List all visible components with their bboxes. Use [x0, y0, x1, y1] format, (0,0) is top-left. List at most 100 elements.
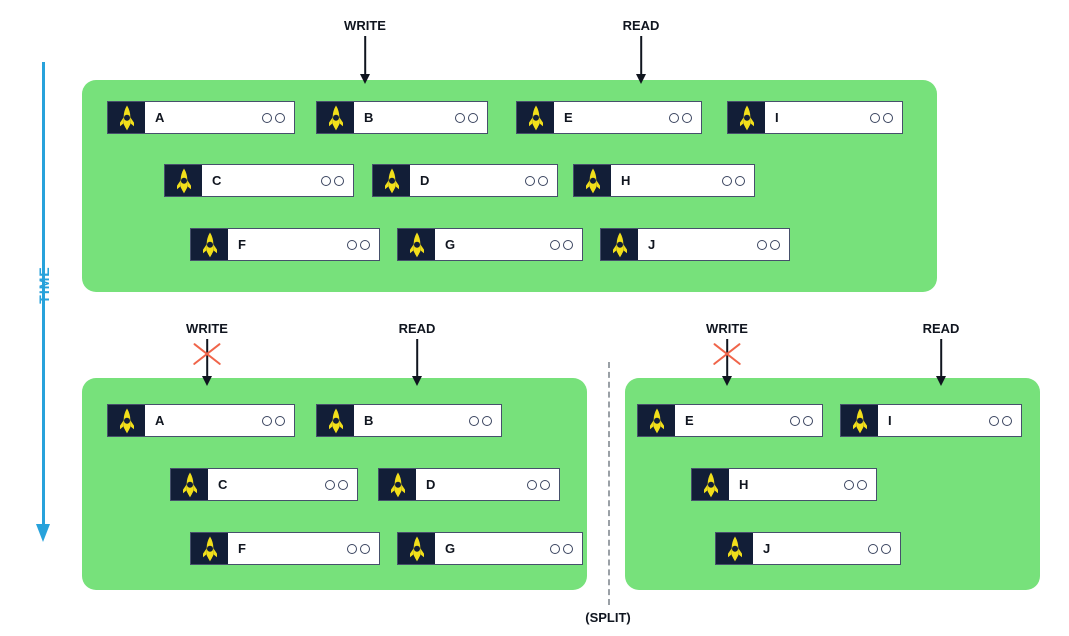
node-card[interactable]: F [190, 228, 380, 261]
node-card-label: D [420, 173, 430, 188]
write-operation-label: WRITE [186, 321, 228, 336]
node-card[interactable]: G [397, 228, 583, 261]
write-operation-label: WRITE [706, 321, 748, 336]
time-axis: TIME [32, 62, 64, 552]
node-card-body: A [145, 102, 294, 133]
split-label: (SPLIT) [585, 610, 631, 625]
rocket-icon-glyph [852, 408, 867, 433]
status-dot [682, 112, 692, 123]
rocket-icon [108, 405, 145, 436]
node-card-body: H [611, 165, 754, 196]
read-operation-label: READ [922, 321, 960, 336]
rocket-icon [398, 533, 435, 564]
status-dots [669, 112, 692, 123]
status-dot [881, 543, 891, 554]
split-divider [608, 362, 610, 605]
status-dots [469, 415, 492, 426]
node-card[interactable]: A [107, 404, 295, 437]
status-dot [563, 239, 573, 250]
node-card[interactable]: I [840, 404, 1022, 437]
status-dot [468, 112, 478, 123]
node-card[interactable]: J [600, 228, 790, 261]
node-card-body: D [410, 165, 557, 196]
node-card-label: J [648, 237, 656, 252]
node-card-body: B [354, 102, 487, 133]
node-card[interactable]: J [715, 532, 901, 565]
node-card[interactable]: B [316, 101, 488, 134]
status-dot [790, 415, 800, 426]
node-card[interactable]: C [164, 164, 354, 197]
node-card[interactable]: H [573, 164, 755, 197]
node-card[interactable]: A [107, 101, 295, 134]
node-card[interactable]: G [397, 532, 583, 565]
node-card-label: B [364, 413, 374, 428]
node-card[interactable]: H [691, 468, 877, 501]
node-card-label: I [775, 110, 779, 125]
operation-arrow-line [416, 339, 418, 378]
rocket-icon [574, 165, 611, 196]
status-dots [525, 175, 548, 186]
status-dots [550, 239, 573, 250]
time-axis-line [42, 62, 45, 532]
node-card[interactable]: D [378, 468, 560, 501]
rocket-icon-glyph [585, 168, 600, 193]
node-card-body: B [354, 405, 501, 436]
node-card-label: A [155, 413, 165, 428]
status-dots [868, 543, 891, 554]
status-dot [262, 112, 272, 123]
status-dot [347, 239, 357, 250]
node-card-label: G [445, 541, 456, 556]
node-card-body: C [202, 165, 353, 196]
node-card[interactable]: F [190, 532, 380, 565]
status-dot [455, 112, 465, 123]
status-dot [321, 175, 331, 186]
operation-arrow-line [940, 339, 942, 378]
node-card-label: H [621, 173, 631, 188]
rocket-icon [191, 229, 228, 260]
status-dots [325, 479, 348, 490]
node-card[interactable]: C [170, 468, 358, 501]
node-card-body: F [228, 533, 379, 564]
node-card[interactable]: E [516, 101, 702, 134]
status-dot [735, 175, 745, 186]
status-dot [722, 175, 732, 186]
node-card[interactable]: B [316, 404, 502, 437]
rocket-icon [379, 469, 416, 500]
status-dots [722, 175, 745, 186]
node-card-label: F [238, 541, 246, 556]
rocket-icon [728, 102, 765, 133]
status-dots [790, 415, 813, 426]
status-dot [275, 415, 285, 426]
node-card-body: C [208, 469, 357, 500]
operation-arrow-line [726, 339, 728, 378]
rocket-icon-glyph [182, 472, 197, 497]
node-card[interactable]: E [637, 404, 823, 437]
node-card-label: G [445, 237, 456, 252]
status-dot [550, 239, 560, 250]
status-dot [550, 543, 560, 554]
rocket-icon [601, 229, 638, 260]
rocket-icon [398, 229, 435, 260]
rocket-icon-glyph [612, 232, 627, 257]
status-dot [482, 415, 492, 426]
rocket-icon-glyph [409, 232, 424, 257]
down-arrow-icon [36, 524, 50, 542]
node-card[interactable]: D [372, 164, 558, 197]
rocket-icon-glyph [328, 105, 343, 130]
rocket-icon-glyph [328, 408, 343, 433]
rocket-icon [317, 405, 354, 436]
node-card[interactable]: I [727, 101, 903, 134]
rocket-icon-glyph [176, 168, 191, 193]
rocket-icon-glyph [703, 472, 718, 497]
status-dots [262, 112, 285, 123]
node-card-body: G [435, 229, 582, 260]
status-dot [868, 543, 878, 554]
node-card-body: E [675, 405, 822, 436]
node-card-label: C [218, 477, 228, 492]
rocket-icon-glyph [202, 232, 217, 257]
node-card-body: J [753, 533, 900, 564]
blocked-x-icon [710, 341, 744, 367]
operation-arrow-line [640, 36, 642, 76]
status-dot [338, 479, 348, 490]
status-dot [1002, 415, 1012, 426]
